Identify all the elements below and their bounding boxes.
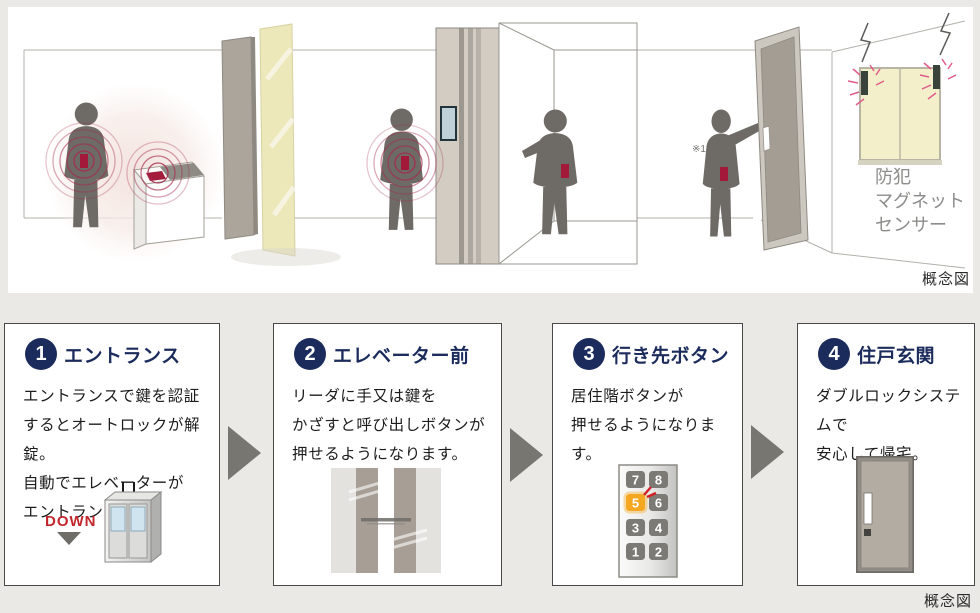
elevator-doors [435, 27, 501, 265]
down-arrow-icon [57, 532, 81, 545]
keyfob-waves-icon [45, 122, 123, 200]
magnet-sensor-icon [933, 65, 940, 89]
entrance-scene [45, 23, 341, 266]
hall-reader-panel [440, 106, 457, 141]
key-reader-pedestal [133, 161, 205, 250]
lightning-bolt-icon [859, 12, 952, 63]
step-header: 3 行き先ボタン [573, 338, 742, 370]
top-caption: 概念図 [922, 270, 970, 288]
security-sensor-label: 防犯 マグネット センサー [875, 167, 965, 235]
door-handle-icon [762, 125, 771, 152]
step-number-badge: 1 [25, 338, 57, 370]
step-card-elevator-hall: 2 エレベーター前 リーダに手又は鍵を かざすと呼び出しボタンが 押せるようにな… [273, 323, 502, 586]
step-card-dwelling-entrance: 4 住戸玄関 ダブルロックシステムで 安心して帰宅。 [797, 323, 975, 586]
entrance-door [754, 26, 809, 251]
step-header: 4 住戸玄関 [818, 338, 974, 370]
top-illustration-panel: ※1 防犯 [8, 7, 973, 293]
highlighted-floor-button [626, 494, 645, 511]
resident-opening-door-silhouette [702, 109, 761, 237]
step-title: 住戸玄関 [857, 345, 936, 367]
button-digit: 8 [655, 473, 662, 488]
button-digit: 1 [632, 545, 639, 560]
down-label: DOWN [45, 513, 97, 530]
elevator-hall-scene [366, 22, 638, 265]
description-line: ダブルロックシステムで [816, 388, 961, 434]
arrow-right-icon [751, 425, 784, 479]
entrance-door-illustration [856, 456, 914, 578]
button-digit: 3 [632, 521, 639, 536]
button-digit: 2 [655, 545, 662, 560]
handrail-icon [361, 518, 411, 522]
step-number-badge: 3 [573, 338, 605, 370]
step-description: リーダに手又は鍵を かざすと呼び出しボタンが 押せるようになります。 [292, 382, 493, 469]
sensor-label-line1: 防犯 [875, 167, 911, 187]
elevator-doors-illustration [331, 468, 441, 578]
sensor-label-line3: センサー [875, 215, 947, 235]
description-line: 押せるようになります。 [571, 417, 716, 463]
arrow-right-icon [228, 426, 261, 480]
description-line: エントランスで鍵を認証 [23, 388, 200, 405]
note-marker: ※1 [692, 144, 706, 155]
sensor-label-line2: マグネット [875, 191, 965, 211]
keyfob-icon [401, 156, 409, 170]
description-line: するとオートロックが解錠。 [23, 417, 201, 463]
button-digit: 6 [655, 496, 662, 511]
magnet-sensor-icon [861, 71, 868, 95]
keyfob-icon [561, 164, 569, 178]
step-title: エントランス [64, 345, 181, 367]
elevator-illustration [101, 482, 165, 579]
concept-illustration: ※1 防犯 [23, 12, 970, 288]
step-number-badge: 2 [294, 338, 326, 370]
keyfob-icon [80, 154, 88, 168]
keyfob-waves-icon [366, 124, 444, 202]
step-title: 行き先ボタン [612, 345, 730, 367]
door-lock-icon [864, 529, 871, 536]
description-line: リーダに手又は鍵を [292, 388, 437, 405]
step-header: 1 エントランス [25, 338, 219, 370]
description-line: かざすと呼び出しボタンが [292, 417, 486, 434]
description-line: 自動でエレベーターが [23, 475, 185, 492]
step-card-destination-button: 3 行き先ボタン 居住階ボタンが 押せるようになります。 [552, 323, 743, 586]
description-line: 居住階ボタンが [571, 388, 684, 405]
sensor-alert-rays-icon [847, 58, 957, 106]
floor-button-panel-illustration: 7 8 5 6 3 4 1 2 [618, 464, 678, 583]
door-handle-icon [863, 492, 873, 525]
step-number-badge: 4 [818, 338, 850, 370]
step-description: エントランスで鍵を認証 するとオートロックが解錠。 自動でエレベーターが エント… [23, 382, 211, 527]
press-flash-icon [643, 486, 657, 499]
button-digit: 5 [632, 496, 639, 511]
dwelling-entrance-scene: ※1 防犯 [692, 12, 965, 251]
resident-in-car-silhouette [522, 109, 578, 235]
button-digit: 7 [632, 473, 639, 488]
step-title: エレベーター前 [333, 345, 470, 367]
reader-waves-icon [126, 141, 190, 205]
step-header: 2 エレベーター前 [294, 338, 501, 370]
description-line: 押せるようになります。 [292, 446, 468, 463]
step-description: 居住階ボタンが 押せるようになります。 [571, 382, 734, 469]
bottom-caption: 概念図 [923, 594, 972, 610]
keyfob-icon [720, 167, 728, 181]
button-digit: 4 [655, 521, 663, 536]
step-card-entrance: 1 エントランス エントランスで鍵を認証 するとオートロックが解錠。 自動でエレ… [4, 323, 220, 586]
security-window [847, 12, 957, 165]
arrow-right-icon [510, 428, 543, 482]
floor-buttons: 7 8 5 6 3 4 1 2 [623, 471, 668, 560]
automatic-door [221, 23, 341, 266]
